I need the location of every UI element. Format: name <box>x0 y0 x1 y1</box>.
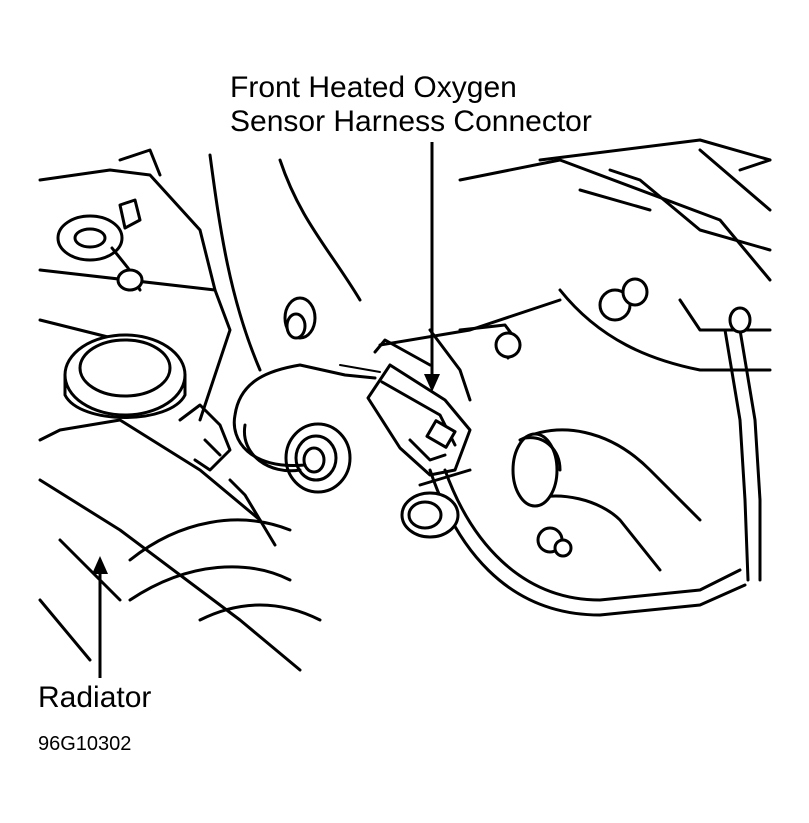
harness-wire <box>428 306 762 617</box>
bolt-icon <box>536 526 573 558</box>
hose-clamp-icon <box>178 403 277 547</box>
oxygen-sensor-callout-line1: Front Heated Oxygen <box>230 71 517 104</box>
harness-connector-icon <box>366 338 472 477</box>
bolt-icon <box>283 296 317 340</box>
radiator-callout: Radiator <box>38 681 152 714</box>
oxygen-sensor-callout-line2: Sensor Harness Connector <box>230 105 592 138</box>
figure-id: 96G10302 <box>38 733 132 755</box>
exhaust-pipe <box>400 428 702 572</box>
radiator-callout-arrow <box>92 556 108 678</box>
engine-bay-structure <box>38 138 772 422</box>
connector-callout-arrow <box>424 142 440 392</box>
bolt-icon <box>458 323 522 360</box>
radiator-cap-icon <box>63 333 187 419</box>
dipstick-ring-icon <box>56 198 144 292</box>
sensor-wire <box>232 363 381 473</box>
bolt-icon <box>598 277 649 322</box>
oxygen-sensor-icon <box>284 422 352 494</box>
radiator-body <box>38 418 322 672</box>
